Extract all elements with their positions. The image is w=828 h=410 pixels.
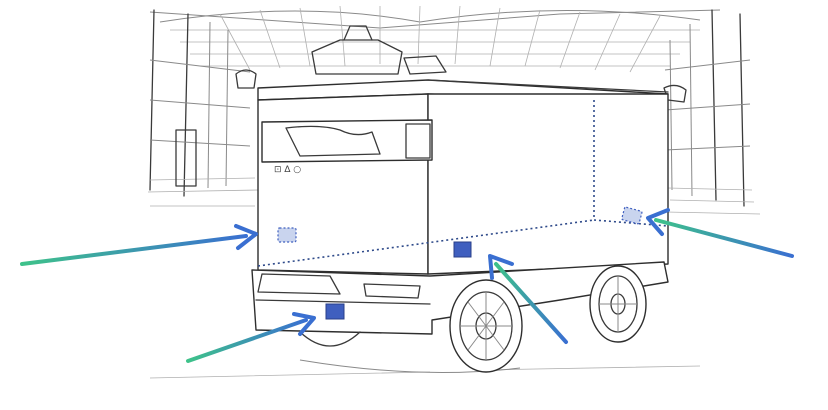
cab-window — [261, 119, 433, 163]
pointer-arrow-icon — [186, 312, 316, 363]
pointer-arrow-icon — [488, 254, 568, 344]
coverage-line-bottom — [257, 219, 595, 267]
pointer-arrows — [20, 208, 794, 363]
svg-text:⊡ ∆ ○: ⊡ ∆ ○ — [274, 165, 301, 175]
pointer-arrow-icon — [646, 208, 794, 258]
sensor-marker-icon — [277, 227, 297, 243]
cargo-box-side-face — [427, 93, 669, 275]
rear-wheel — [449, 279, 523, 373]
sensor-marker-icon — [453, 241, 472, 258]
hidden-rear-wheel — [299, 331, 361, 347]
pointer-arrow-icon — [20, 224, 258, 266]
front-wheel — [589, 265, 647, 343]
sensor-markers — [277, 206, 643, 320]
sensor-marker-icon — [325, 303, 345, 320]
autonomous-truck: ⊡ ∆ ○ — [251, 79, 669, 373]
sensor-marker-icon — [621, 206, 643, 225]
